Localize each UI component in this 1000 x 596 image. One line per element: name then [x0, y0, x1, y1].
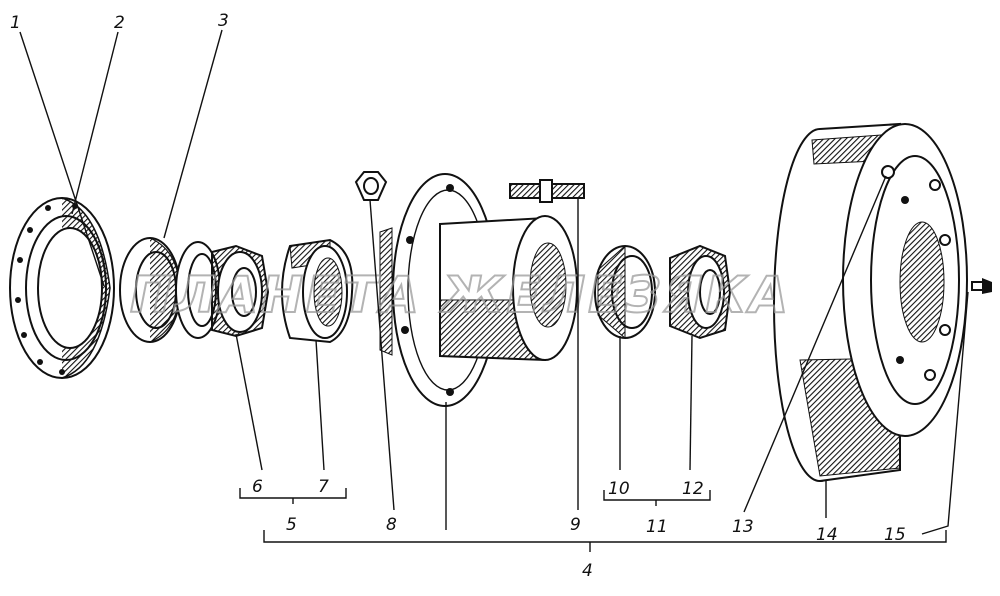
bearing-cone-6: [211, 244, 270, 338]
label-5: 5: [286, 515, 297, 535]
label-2: 2: [114, 13, 125, 33]
leader-lines: [19, 29, 969, 552]
label-1: 1: [10, 13, 21, 33]
stud: [509, 179, 585, 203]
bearing-cup-10: [594, 244, 656, 340]
label-8: 8: [386, 515, 397, 535]
label-14: 14: [816, 525, 838, 545]
label-3: 3: [218, 11, 229, 31]
flange-cover: [9, 197, 115, 379]
label-7: 7: [318, 477, 329, 497]
label-9: 9: [570, 515, 581, 535]
hub: [379, 173, 578, 407]
nut: [354, 171, 388, 201]
label-10: 10: [608, 479, 630, 499]
label-11: 11: [646, 517, 668, 537]
label-13: 13: [732, 517, 754, 537]
bearing-cone-12: [669, 244, 732, 340]
label-12: 12: [682, 479, 704, 499]
label-4: 4: [582, 561, 593, 581]
label-15: 15: [884, 525, 906, 545]
bearing-cup-7: [281, 238, 354, 344]
brake-drum: [773, 122, 968, 482]
screw: [971, 278, 992, 294]
watermark: ПЛАНЕТА ЖЕЛЕЗЯКА: [130, 266, 791, 324]
drum-screw: [881, 165, 895, 179]
washer: [175, 241, 221, 339]
part-labels: 1 2 3 6 7 5 8 9 10 12 11 13 14 15 4: [10, 11, 906, 581]
label-6: 6: [252, 477, 263, 497]
